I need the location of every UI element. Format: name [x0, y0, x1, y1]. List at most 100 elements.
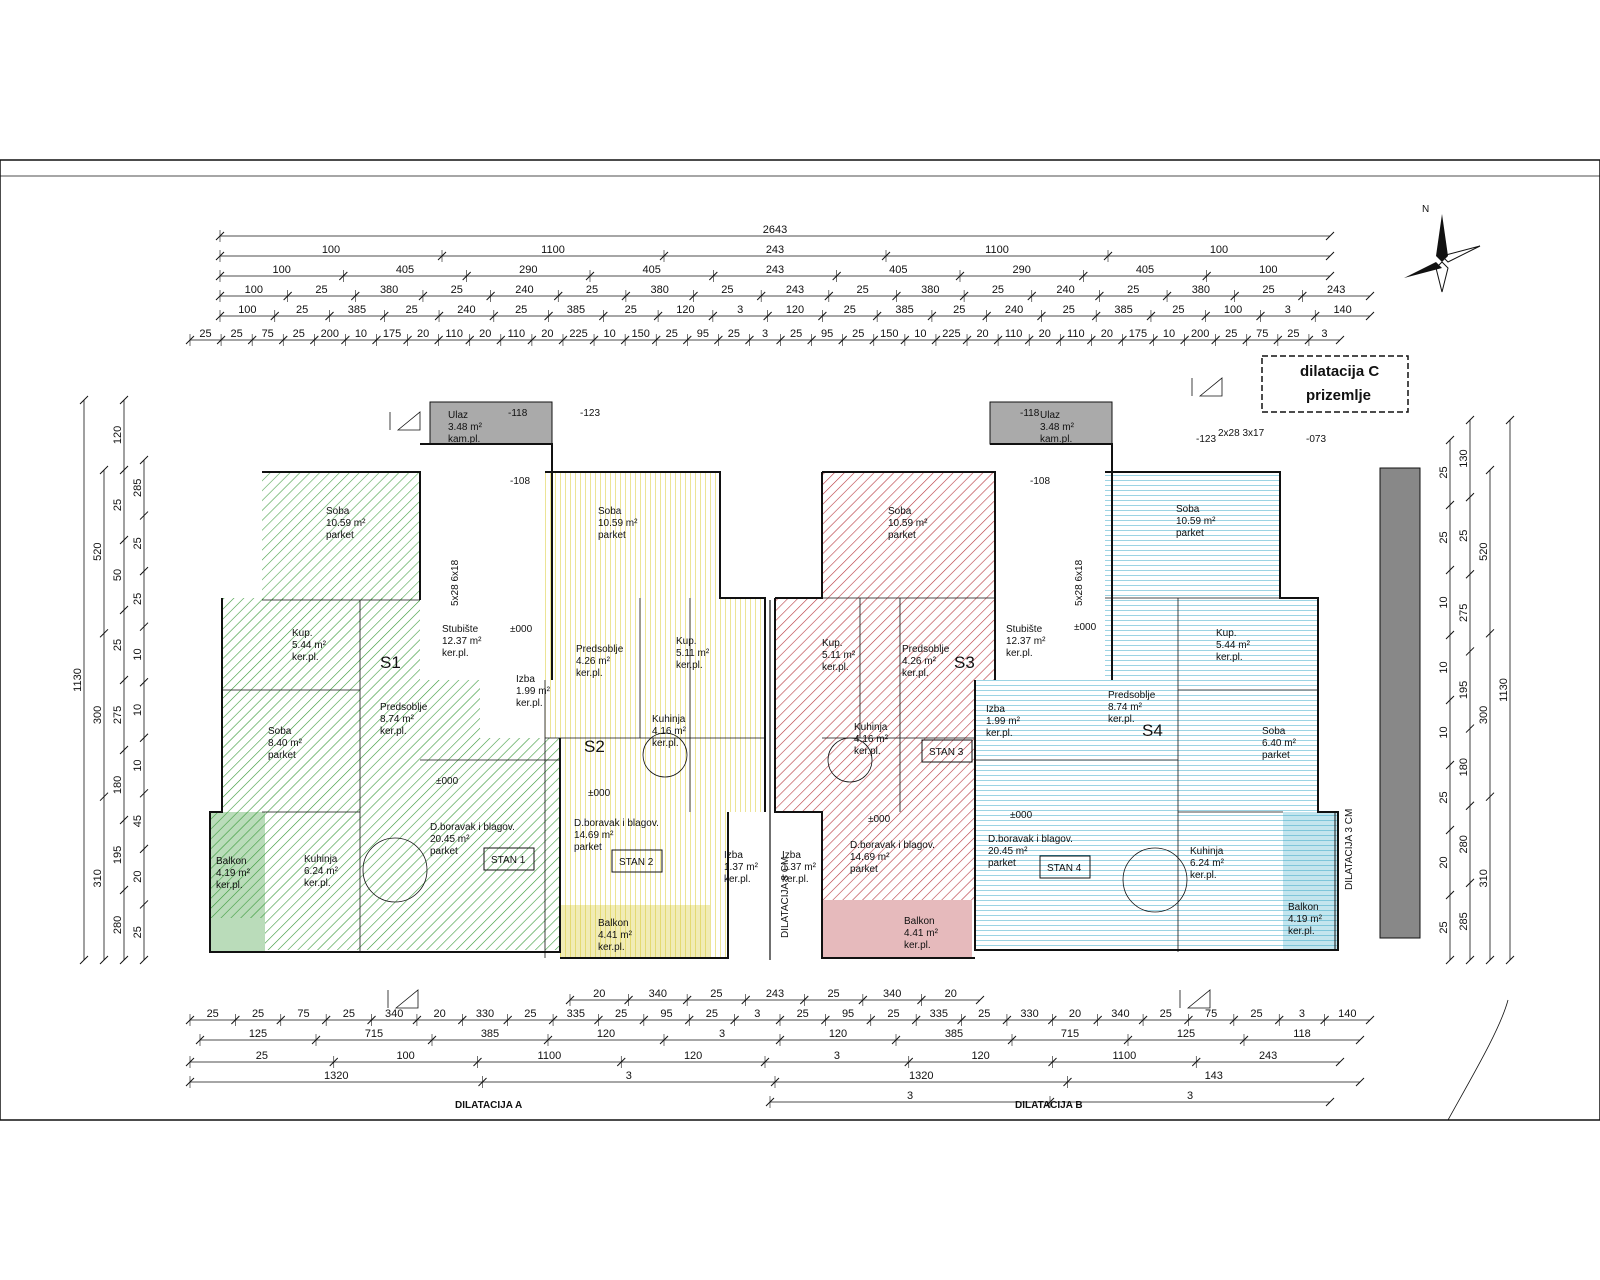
dim-value: 300 [92, 706, 104, 724]
dilatation-labels: DILATACIJA A DILATACIJA B DILATACIJA 3 C… [455, 809, 1355, 1111]
dim-value: 195 [1458, 681, 1470, 699]
svg-text:ker.pl.: ker.pl. [1006, 648, 1033, 659]
stair-notes: 5x28 6x18 5x28 6x18 2x28 3x17 [450, 428, 1265, 606]
svg-text:-118: -118 [1020, 408, 1040, 419]
dim-value: 3 [907, 1090, 913, 1102]
svg-text:parket: parket [430, 846, 458, 857]
level-marks: -118 -123 -108 ±000 ±000 ±000 -118 -123 … [436, 408, 1326, 825]
dim-value: 110 [445, 328, 463, 340]
svg-text:4.41 m²: 4.41 m² [598, 930, 633, 941]
dim-value: 175 [383, 328, 401, 340]
dim-value: 285 [132, 479, 144, 497]
svg-text:Balkon: Balkon [216, 856, 247, 867]
svg-text:4.19 m²: 4.19 m² [216, 868, 251, 879]
dim-value: 243 [766, 264, 784, 276]
dim-value: 25 [1063, 304, 1075, 316]
svg-text:1.37 m²: 1.37 m² [782, 862, 817, 873]
dim-value: 243 [786, 284, 804, 296]
dim-value: 10 [603, 328, 615, 340]
dim-value: 385 [945, 1028, 963, 1040]
dim-value: 25 [1438, 466, 1450, 478]
svg-text:D.boravak i blagov.: D.boravak i blagov. [850, 840, 935, 851]
dim-value: 10 [132, 759, 144, 771]
dim-value: 100 [1259, 264, 1277, 276]
dim-value: 25 [112, 499, 124, 511]
dim-value: 95 [660, 1008, 672, 1020]
svg-text:Soba: Soba [888, 506, 912, 517]
dimension-chains-left: 1130520300310120255025275180195280285252… [72, 395, 149, 965]
svg-text:10.59 m²: 10.59 m² [888, 518, 928, 529]
svg-text:5x28 6x18: 5x28 6x18 [1074, 559, 1085, 606]
svg-text:Kup.: Kup. [822, 638, 843, 649]
dim-value: 25 [1458, 530, 1470, 542]
dim-value: 25 [112, 639, 124, 651]
svg-text:5.44 m²: 5.44 m² [292, 640, 327, 651]
dim-value: 25 [625, 304, 637, 316]
dim-value: 25 [132, 926, 144, 938]
dim-value: 385 [348, 304, 366, 316]
svg-text:parket: parket [988, 858, 1016, 869]
dim-value: 120 [684, 1050, 702, 1062]
dim-value: 380 [651, 284, 669, 296]
dim-value: 405 [889, 264, 907, 276]
svg-text:ker.pl.: ker.pl. [292, 652, 319, 663]
dim-value: 20 [976, 328, 988, 340]
sheet-frame [0, 159, 1600, 1121]
svg-text:1.37 m²: 1.37 m² [724, 862, 759, 873]
dim-value: 285 [1458, 912, 1470, 930]
title-block: dilatacija C prizemlje [1261, 355, 1409, 413]
dim-value: 1100 [985, 244, 1009, 256]
svg-text:Kuhinja: Kuhinja [854, 722, 888, 733]
dim-value: 25 [343, 1008, 355, 1020]
dim-value: 3 [834, 1050, 840, 1062]
svg-text:Predsoblje: Predsoblje [902, 644, 950, 655]
dim-value: 715 [365, 1028, 383, 1040]
dim-value: 290 [519, 264, 537, 276]
svg-text:5.11 m²: 5.11 m² [822, 650, 856, 661]
svg-text:Ulaz: Ulaz [448, 410, 468, 421]
dim-value: 150 [880, 328, 898, 340]
dim-value: 25 [451, 284, 463, 296]
dim-value: 10 [132, 704, 144, 716]
svg-text:kam.pl.: kam.pl. [1040, 434, 1072, 445]
svg-text:10.59 m²: 10.59 m² [598, 518, 638, 529]
dim-value: 10 [1163, 328, 1175, 340]
dim-value: 25 [1287, 328, 1299, 340]
marker-s2: S2 [584, 737, 605, 756]
dim-value: 143 [1205, 1070, 1223, 1082]
dim-value: 25 [887, 1008, 899, 1020]
dim-value: 20 [1101, 328, 1113, 340]
svg-text:ker.pl.: ker.pl. [598, 942, 625, 953]
svg-text:Izba: Izba [724, 850, 743, 861]
svg-text:ker.pl.: ker.pl. [516, 698, 543, 709]
dim-value: 335 [567, 1008, 585, 1020]
walls [209, 443, 1339, 960]
dim-value: 10 [1438, 726, 1450, 738]
svg-text:ker.pl.: ker.pl. [854, 746, 881, 757]
dim-value: 280 [112, 916, 124, 934]
svg-text:ker.pl.: ker.pl. [676, 660, 703, 671]
dim-value: 25 [1438, 531, 1450, 543]
svg-text:14.69 m²: 14.69 m² [850, 852, 890, 863]
dilatacija-v2: DILATACIJA 3 CM [1344, 809, 1355, 890]
dim-value: 25 [252, 1008, 264, 1020]
dim-value: 25 [1225, 328, 1237, 340]
svg-text:D.boravak i blagov.: D.boravak i blagov. [988, 834, 1073, 845]
svg-text:±000: ±000 [1010, 810, 1033, 821]
svg-text:12.37 m²: 12.37 m² [1006, 636, 1046, 647]
svg-text:4.19 m²: 4.19 m² [1288, 914, 1323, 925]
dim-value: 340 [1111, 1008, 1129, 1020]
north-arrow-icon: N [1404, 204, 1481, 293]
svg-text:8.74 m²: 8.74 m² [1108, 702, 1143, 713]
dim-value: 20 [945, 988, 957, 1000]
